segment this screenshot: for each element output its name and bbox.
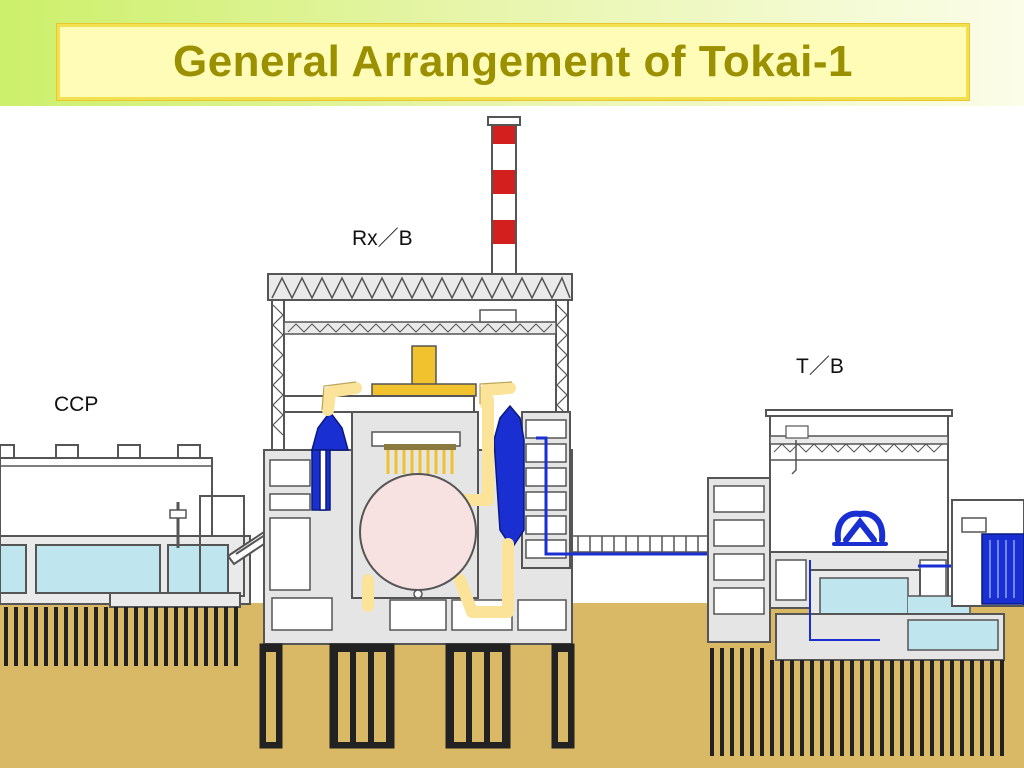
label-ccp: CCP [54,393,99,416]
gas-ducts [322,382,516,618]
ccp-piles [4,607,238,666]
label-reactor-building: Rx／B [352,227,413,250]
stack [487,116,521,275]
reactor-vessel [359,473,477,591]
control-rods [386,448,454,474]
left-boiler [311,410,349,511]
right-boiler [493,404,525,550]
label-turbine-building: T／B [796,355,844,378]
turbine-generator [832,510,888,546]
reactor-piles [259,643,575,749]
steam-bridge [570,535,712,553]
page-title: General Arrangement of Tokai-1 [172,37,854,86]
gas-duct-outlines [321,381,513,411]
title-box: General Arrangement of Tokai-1 [56,23,970,101]
plant-diagram [0,116,1024,768]
turbine-piles [710,648,1004,756]
steam-pipe [536,436,832,556]
roof-vents [0,444,201,459]
transformer [951,499,1024,607]
ccp-building [0,444,251,608]
storage-pools [0,544,229,594]
turbine-building [707,409,1005,661]
